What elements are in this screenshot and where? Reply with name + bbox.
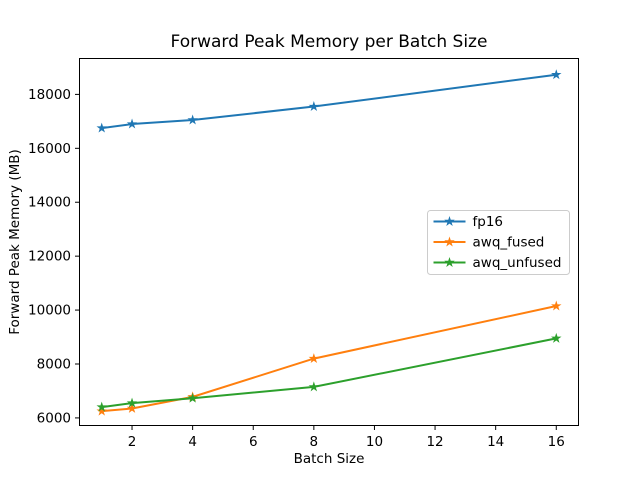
x-axis-label: Batch Size xyxy=(294,451,365,467)
x-tick-label: 14 xyxy=(487,434,504,450)
y-tick-label: 8000 xyxy=(37,356,71,372)
plot-area: 2 4 6 8 10 12 14 16 6000 8000 10000 12000 14000 16000… xyxy=(28,58,579,450)
y-tick-label: 14000 xyxy=(28,195,71,211)
star-marker-awq_unfused xyxy=(187,392,198,403)
star-marker-awq_unfused xyxy=(551,332,562,343)
x-tick-label: 8 xyxy=(310,434,319,450)
y-tick-label: 10000 xyxy=(28,303,71,319)
legend-label-awq_fused: awq_fused xyxy=(473,235,545,251)
legend-marker-awq_fused xyxy=(444,236,455,247)
y-tick-label: 6000 xyxy=(37,410,71,426)
star-marker-awq_unfused xyxy=(126,397,138,408)
y-tick-label: 16000 xyxy=(28,141,71,157)
legend-marker-awq_unfused xyxy=(444,257,455,267)
legend xyxy=(427,210,570,275)
y-tick-label: 12000 xyxy=(28,249,71,265)
star-marker-awq_fused xyxy=(308,353,320,364)
x-tick-label: 2 xyxy=(128,434,137,450)
star-marker-fp16 xyxy=(126,118,138,129)
y-axis-label: Forward Peak Memory (MB) xyxy=(7,149,23,335)
star-marker-awq_fused xyxy=(126,402,138,413)
star-marker-awq_fused xyxy=(96,405,107,416)
star-marker-awq_unfused xyxy=(308,381,320,392)
star-marker-awq_fused xyxy=(551,300,562,311)
star-marker-fp16 xyxy=(551,69,562,80)
star-marker-fp16 xyxy=(96,122,107,133)
x-tick-label: 4 xyxy=(188,434,197,450)
y-tick-label: 18000 xyxy=(28,87,71,103)
series-line-awq_fused xyxy=(100,305,558,413)
legend-label-awq_unfused: awq_unfused xyxy=(473,255,562,271)
x-tick-label: 12 xyxy=(426,434,443,450)
x-tick-label: 10 xyxy=(366,434,383,450)
series-line-fp16 xyxy=(100,73,558,130)
x-tick-label: 16 xyxy=(548,434,565,450)
star-marker-awq_unfused xyxy=(96,401,107,412)
chart-title: Forward Peak Memory per Batch Size xyxy=(171,32,488,52)
star-marker-fp16 xyxy=(308,101,320,111)
axes-frame xyxy=(79,58,579,426)
legend-label-fp16: fp16 xyxy=(473,214,504,230)
star-marker-fp16 xyxy=(187,114,198,125)
series-line-awq_unfused xyxy=(100,337,558,409)
x-tick-label: 6 xyxy=(249,434,258,450)
legend-marker-fp16 xyxy=(444,216,455,226)
